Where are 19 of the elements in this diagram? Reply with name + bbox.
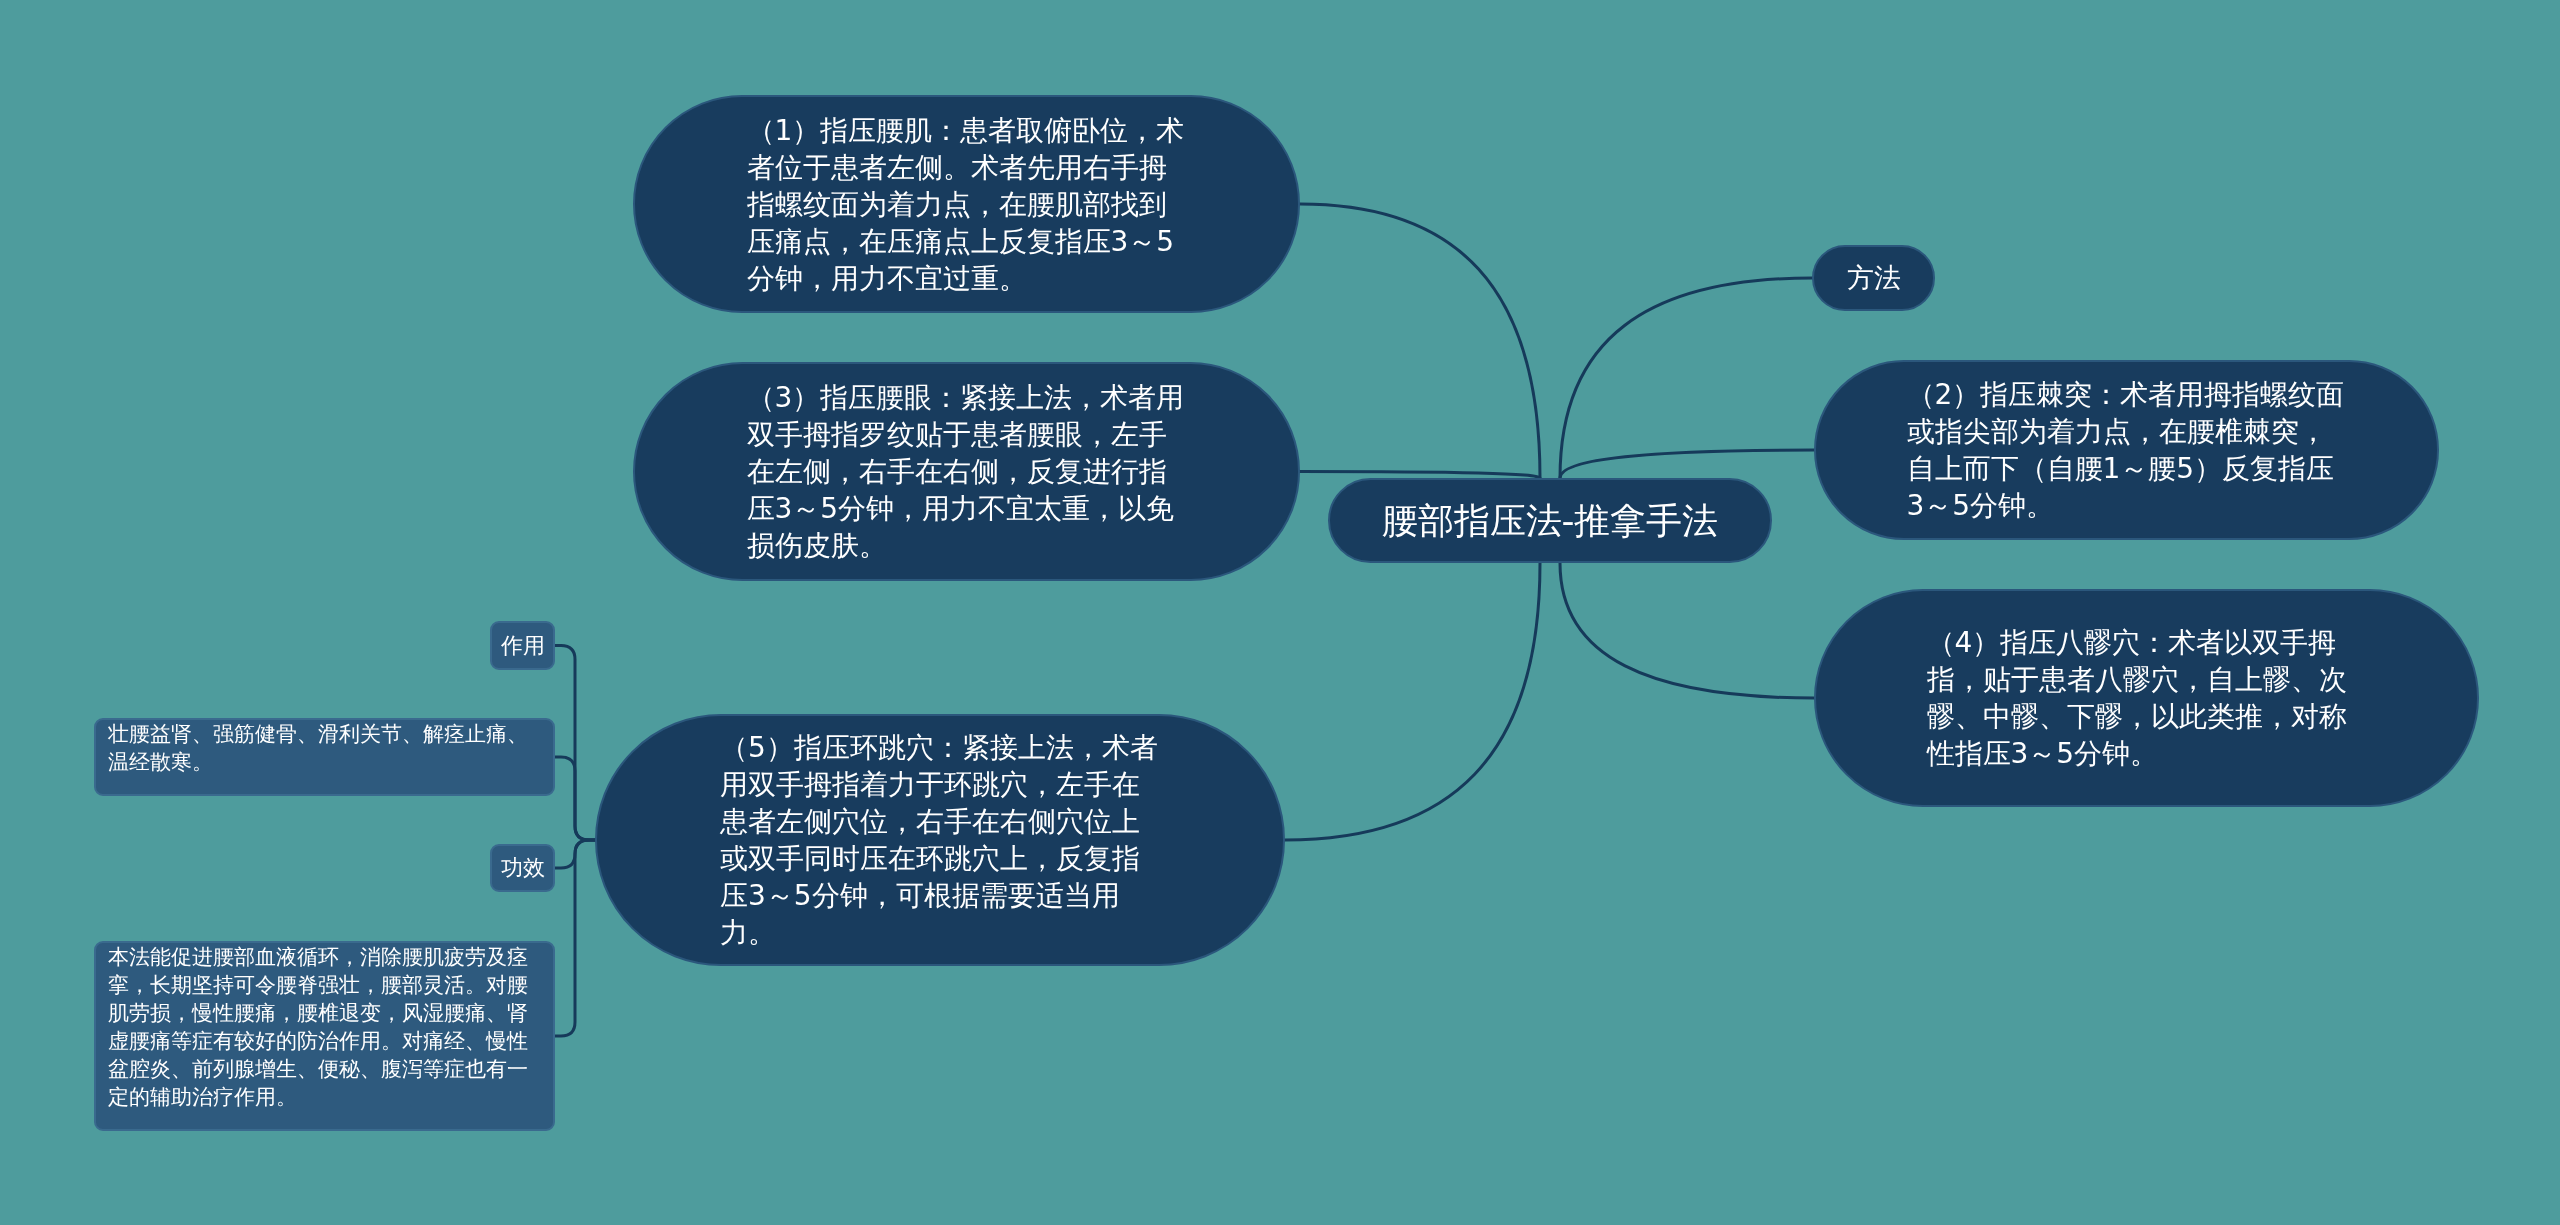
note-text: 本法能促进腰部血液循环，消除腰肌疲劳及痉挛，长期坚持可令腰脊强壮，腰部灵活。对腰肌劳损，慢性腰痛，腰椎退变，风湿腰痛、肾虚腰痛等症有较好的防治作用。对痛经、慢性盆腔炎、前列腺增生、便秘、腹泻等症也有一定的辅助治疗作用。 <box>107 944 529 1111</box>
topic-text: 方法 <box>1846 261 1901 295</box>
topic-text: （3）指压腰眼：紧接上法，术者用双手拇指罗纹贴于患者腰眼，左手在左侧，右手在右侧，反复进行指压3～5分钟，用力不宜太重，以免损伤皮肤。 <box>746 380 1186 564</box>
topic-text: （4）指压八髎穴：术者以双手拇指，贴于患者八髎穴，自上髎、次髎、中髎、下髎，以此类推，对称性指压3～5分钟。 <box>1926 625 2348 772</box>
tag-text: 作用 <box>500 631 545 660</box>
topic-text: （1）指压腰肌：患者取俯卧位，术者位于患者左侧。术者先用右手拇指螺纹面为着力点，在腰肌部找到压痛点，在压痛点上反复指压3～5分钟，用力不宜过重。 <box>746 112 1186 297</box>
connector-line <box>553 838 597 1038</box>
tag-label <box>490 844 555 892</box>
note-card <box>94 718 555 796</box>
topic-text: （5）指压环跳穴：紧接上法，术者用双手拇指着力于环跳穴，左手在患者左侧穴位，右手在右侧穴位上或双手同时压在环跳穴上，反复指压3～5分钟，可根据需要适当用力。 <box>720 730 1159 951</box>
tag-text: 功效 <box>500 854 545 882</box>
connector-line <box>1558 561 1816 700</box>
note-text: 壮腰益肾、强筋健骨、滑利关节、解痉止痛、温经散寒。 <box>107 721 529 776</box>
central-topic-text: 腰部指压法-推拿手法 <box>1381 498 1719 543</box>
connector-line <box>1558 448 1816 480</box>
topic-text: （2）指压棘突：术者用拇指螺纹面或指尖部为着力点，在腰椎棘突，自上而下（自腰1～腰5）反复指压3～5分钟。 <box>1906 377 2346 524</box>
connector-line <box>1558 276 1814 480</box>
tag-label <box>490 621 555 670</box>
note-card <box>94 941 555 1131</box>
